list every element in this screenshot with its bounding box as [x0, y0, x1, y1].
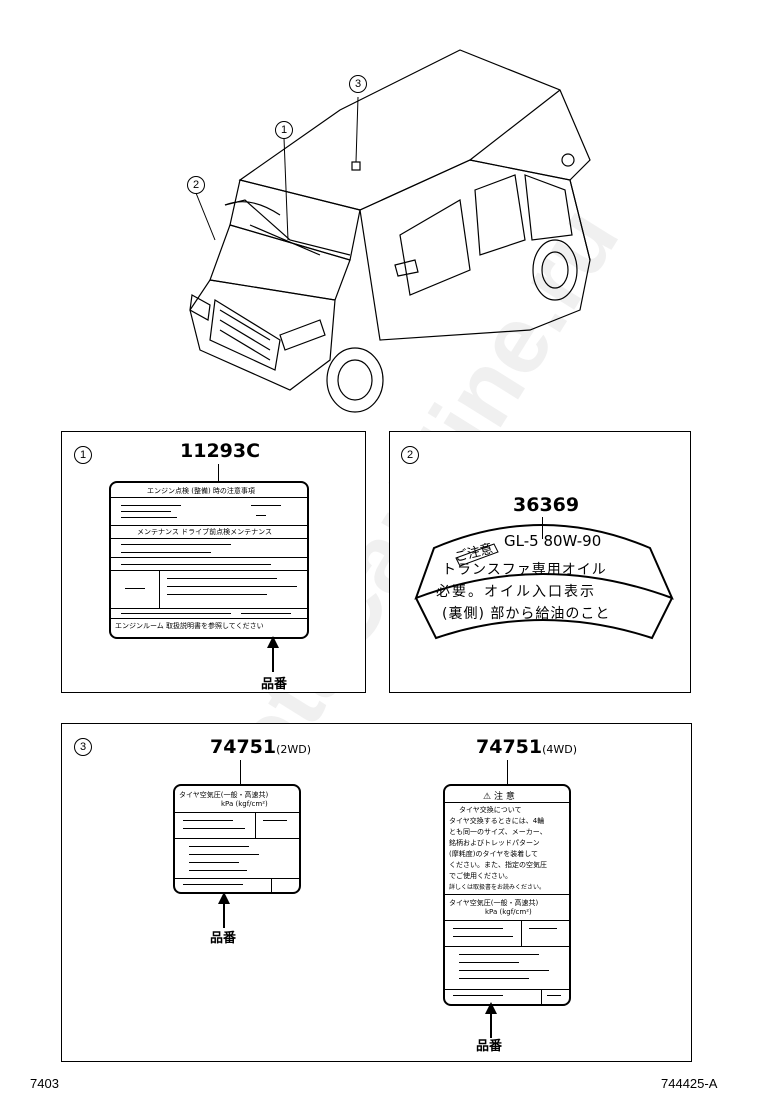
callout-3: 3	[349, 75, 367, 93]
drawing-id: 744425-A	[661, 1076, 718, 1091]
panel-3-index: 3	[74, 738, 92, 756]
warning-line-5: (摩耗度)のタイヤを装着して	[449, 850, 539, 858]
warning-line-7: でご使用ください。	[449, 872, 512, 880]
panel-1: 1 11293C エンジン点検 (整備) 時の注意事項 メンテナンス ドライブ前…	[61, 431, 366, 693]
oil-line-3: (裏側) 部から給油のこと	[442, 606, 611, 622]
oil-line-1: トランスファ専用オイル	[442, 562, 607, 578]
panel-2-index: 2	[401, 446, 419, 464]
arrow-up-icon	[218, 892, 230, 928]
page-code: 7403	[30, 1076, 59, 1091]
tire-label-4wd-header: タイヤ空気圧(一般・高速共)	[449, 899, 539, 907]
engine-label-line-2: メンテナンス ドライブ前点検メンテナンス	[137, 528, 272, 536]
panel-3-left-part-number: 74751(2WD)	[210, 736, 312, 758]
warning-line-6: ください。また、指定の空気圧	[449, 861, 547, 869]
panel-3-right-hinban: 品番	[476, 1039, 503, 1054]
panel-3: 3 74751(2WD) タイヤ空気圧(一般・高速共) kPa (kgf/cm²…	[61, 723, 692, 1062]
tire-label-4wd-unit: kPa (kgf/cm²)	[485, 908, 532, 916]
panel-1-index: 1	[74, 446, 92, 464]
oil-spec: GL-5 80W-90	[504, 532, 602, 550]
warning-line-8: 詳しくは取扱書をお読みください。	[449, 884, 546, 891]
panel-1-part-number: 11293C	[180, 440, 261, 462]
tire-label-2wd-header: タイヤ空気圧(一般・高速共)	[179, 791, 269, 799]
arrow-up-icon	[485, 1002, 497, 1038]
tire-label-4wd-warning-title: ⚠ 注 意	[483, 792, 515, 802]
transfer-oil-label	[414, 524, 674, 640]
warning-line-1: タイヤ交換について	[459, 806, 522, 814]
panel-2: 2 36369 ご注意 GL-5 80W-90 トランスファ専用オイル 必要。オ…	[389, 431, 691, 693]
oil-line-2: 必要。オイル入口表示	[436, 584, 596, 600]
engine-label-line-1: エンジン点検 (整備) 時の注意事項	[147, 487, 255, 495]
tire-label-4wd: ⚠ 注 意 タイヤ交換について タイヤ交換するときには、4輪 とも同一のサイズ、…	[443, 784, 571, 1006]
panel-1-hinban: 品番	[261, 677, 288, 692]
callout-2: 2	[187, 176, 205, 194]
panel-3-right-part-number: 74751(4WD)	[476, 736, 578, 758]
engine-label-line-3: エンジンルーム 取扱説明書を参照してください	[115, 622, 264, 630]
panel-3-left-hinban: 品番	[210, 931, 237, 946]
warning-line-2: タイヤ交換するときには、4輪	[449, 817, 545, 825]
warning-line-4: 銘柄およびトレッドパターン	[449, 839, 540, 847]
engine-label: エンジン点検 (整備) 時の注意事項 メンテナンス ドライブ前点検メンテナンス …	[109, 481, 309, 639]
warning-icon: ⚠	[483, 792, 492, 802]
tire-label-2wd-unit: kPa (kgf/cm²)	[221, 800, 268, 808]
tire-label-2wd: タイヤ空気圧(一般・高速共) kPa (kgf/cm²)	[173, 784, 301, 894]
vehicle-illustration	[189, 49, 591, 413]
arrow-up-icon	[267, 636, 279, 672]
callout-1: 1	[275, 121, 293, 139]
panel-2-part-number: 36369	[513, 494, 580, 516]
warning-line-3: とも同一のサイズ、メーカー、	[449, 828, 547, 836]
